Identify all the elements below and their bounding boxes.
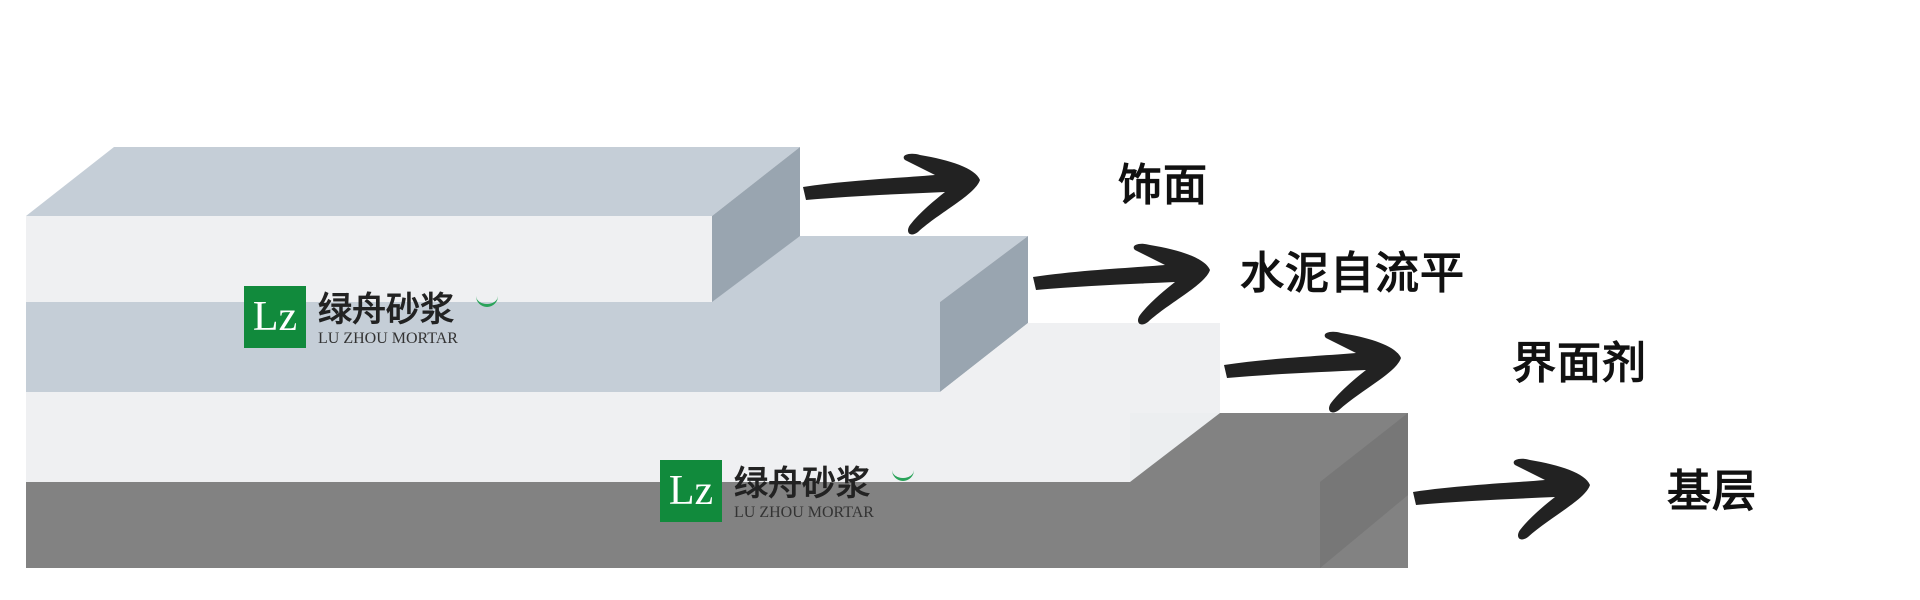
layer-label-base: 基层 xyxy=(1667,466,1757,517)
brand-name-cn: 绿舟砂浆 xyxy=(318,290,454,330)
layer-label-finish: 饰面 xyxy=(1118,160,1208,211)
brand-logo: Lz 绿舟砂浆 LU ZHOU MORTAR xyxy=(660,458,930,528)
leaf-swoosh-icon xyxy=(476,296,498,307)
brand-mark-icon: Lz xyxy=(244,286,306,348)
brand-name-cn: 绿舟砂浆 xyxy=(734,464,870,504)
finish-layer-side xyxy=(712,147,800,302)
base-layer-front xyxy=(26,482,1320,568)
layer-label-leveling: 水泥自流平 xyxy=(1240,248,1465,299)
arrow-finish xyxy=(803,153,980,235)
finish-layer-front xyxy=(26,216,712,302)
leveling-step-fill xyxy=(940,323,1130,392)
layer-label-primer: 界面剂 xyxy=(1512,338,1647,389)
arrow-primer xyxy=(1224,331,1401,413)
brand-name-en: LU ZHOU MORTAR xyxy=(318,330,458,347)
arrow-base xyxy=(1413,458,1590,540)
brand-logo: Lz 绿舟砂浆 LU ZHOU MORTAR xyxy=(244,284,514,354)
leaf-swoosh-icon xyxy=(892,470,914,481)
leveling-layer-side xyxy=(940,236,1028,392)
brand-name-en: LU ZHOU MORTAR xyxy=(734,504,874,521)
arrow-leveling xyxy=(1033,243,1210,325)
base-layer-block xyxy=(26,413,1408,568)
finish-layer-top xyxy=(26,147,800,216)
brand-mark-icon: Lz xyxy=(660,460,722,522)
primer-layer-front xyxy=(26,392,1130,482)
arrows xyxy=(803,153,1590,540)
primer-layer-block xyxy=(26,323,1220,482)
base-layer-top-face xyxy=(1130,413,1408,482)
base-layer-side xyxy=(1320,413,1408,568)
primer-layer-step xyxy=(1130,323,1220,413)
finish-layer-block xyxy=(26,147,800,302)
